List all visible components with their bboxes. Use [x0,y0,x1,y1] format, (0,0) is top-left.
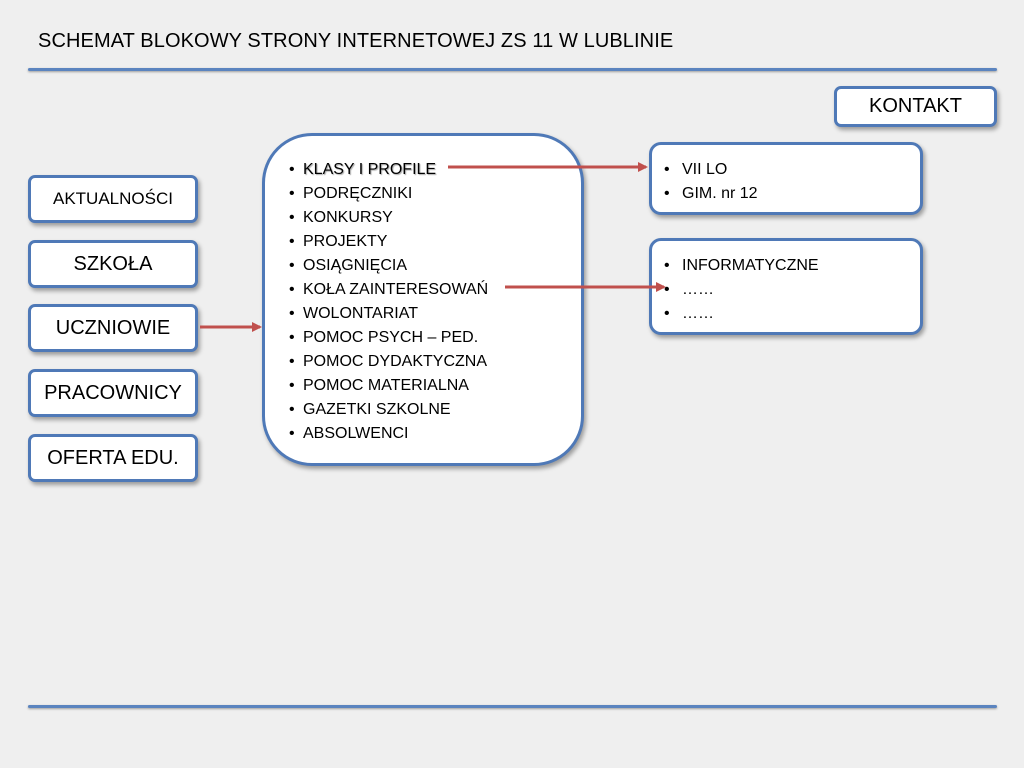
bullet: • [289,353,295,370]
nav-box-news[interactable]: AKTUALNOŚCI [28,175,198,223]
bullet: • [289,161,295,178]
clubs-item[interactable]: •INFORMATYCZNE [664,254,819,278]
submenu-item-contests[interactable]: •KONKURSY [289,206,488,230]
submenu-item-volunteering[interactable]: •WOLONTARIAT [289,302,488,326]
classes-item[interactable]: •VII LO [664,158,758,182]
bullet: • [289,209,295,226]
submenu-item-clubs[interactable]: •KOŁA ZAINTERESOWAŃ [289,278,488,302]
clubs-box: •INFORMATYCZNE •…… •…… [649,238,923,335]
submenu-item-material-help[interactable]: •POMOC MATERIALNA [289,374,488,398]
clubs-list: •INFORMATYCZNE •…… •…… [664,254,819,326]
bullet: • [289,233,295,250]
bullet: • [289,257,295,274]
bullet: • [289,425,295,442]
submenu-item-psych-help[interactable]: •POMOC PSYCH – PED. [289,326,488,350]
submenu-item-achievements[interactable]: •OSIĄGNIĘCIA [289,254,488,278]
classes-item[interactable]: •GIM. nr 12 [664,182,758,206]
submenu-item-school-papers[interactable]: •GAZETKI SZKOLNE [289,398,488,422]
students-submenu-list: •KLASY I PROFILE •PODRĘCZNIKI •KONKURSY … [289,158,488,446]
top-divider [28,68,997,71]
bullet: • [664,257,670,274]
bullet: • [289,185,295,202]
clubs-item[interactable]: •…… [664,302,819,326]
classes-list: •VII LO •GIM. nr 12 [664,158,758,206]
submenu-item-alumni[interactable]: •ABSOLWENCI [289,422,488,446]
bottom-divider [28,705,997,708]
bullet: • [289,377,295,394]
bullet: • [664,161,670,178]
submenu-item-projects[interactable]: •PROJEKTY [289,230,488,254]
submenu-item-classes[interactable]: •KLASY I PROFILE [289,158,488,182]
submenu-item-didactic-help[interactable]: •POMOC DYDAKTYCZNA [289,350,488,374]
bullet: • [289,401,295,418]
nav-box-offer[interactable]: OFERTA EDU. [28,434,198,482]
submenu-item-textbooks[interactable]: •PODRĘCZNIKI [289,182,488,206]
nav-box-school[interactable]: SZKOŁA [28,240,198,288]
nav-box-staff[interactable]: PRACOWNICY [28,369,198,417]
bullet: • [664,281,670,298]
students-submenu-box: •KLASY I PROFILE •PODRĘCZNIKI •KONKURSY … [262,133,584,466]
clubs-item[interactable]: •…… [664,278,819,302]
page-title: SCHEMAT BLOKOWY STRONY INTERNETOWEJ ZS 1… [38,30,674,52]
bullet: • [289,305,295,322]
bullet: • [289,329,295,346]
nav-box-students[interactable]: UCZNIOWIE [28,304,198,352]
bullet: • [664,185,670,202]
classes-box: •VII LO •GIM. nr 12 [649,142,923,215]
contact-box[interactable]: KONTAKT [834,86,997,127]
bullet: • [664,305,670,322]
bullet: • [289,281,295,298]
